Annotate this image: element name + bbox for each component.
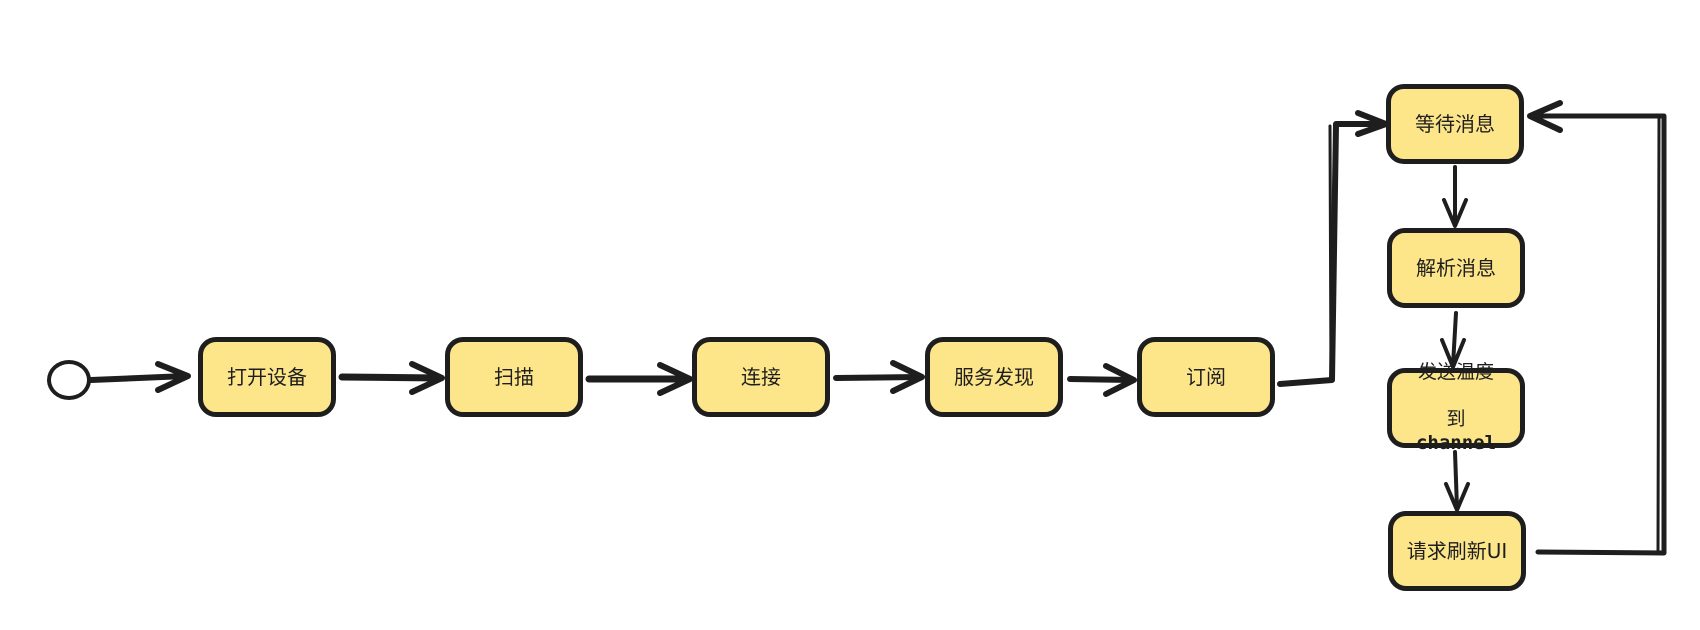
edge-parse-to-send	[1451, 311, 1458, 367]
arrowhead-connect	[657, 362, 693, 396]
send-temp-prefix: 到	[1446, 408, 1466, 430]
arrowhead-open-device	[155, 361, 191, 393]
edge-open-device-to-scan	[338, 373, 444, 382]
arrowhead-send	[1440, 338, 1466, 369]
edge-subscribe-to-wait-message	[1277, 121, 1388, 387]
arrowhead-subscribe	[1103, 363, 1137, 397]
arrowhead-parse	[1442, 198, 1468, 228]
node-open-device: 打开设备	[198, 337, 336, 417]
arrowhead-scan	[409, 361, 445, 395]
send-temp-channel: channel	[1415, 431, 1497, 454]
edge-start-to-open-device	[88, 373, 189, 383]
node-connect: 连接	[692, 337, 830, 417]
arrowhead-service-discovery	[890, 360, 925, 394]
edge-refresh-to-wait-loop	[1527, 113, 1667, 556]
node-request-refresh-ui: 请求刷新UI	[1388, 511, 1526, 591]
node-scan: 扫描	[445, 337, 583, 417]
start-state-circle	[47, 360, 91, 400]
edge-connect-to-service-discovery	[833, 374, 923, 381]
send-temp-line2: 到 channel	[1416, 384, 1496, 455]
node-wait-message: 等待消息	[1386, 84, 1524, 164]
edge-service-discovery-to-subscribe	[1067, 376, 1135, 383]
arrowhead-wait-loop	[1527, 100, 1563, 133]
arrowhead-refresh	[1444, 482, 1470, 512]
node-send-temperature: 发送温度 到 channel	[1387, 361, 1525, 454]
node-parse-message: 解析消息	[1387, 228, 1525, 308]
send-temp-line1: 发送温度	[1417, 360, 1494, 383]
node-subscribe: 订阅	[1137, 337, 1275, 417]
node-service-discovery: 服务发现	[925, 337, 1063, 417]
edge-send-to-refresh	[1453, 450, 1459, 510]
